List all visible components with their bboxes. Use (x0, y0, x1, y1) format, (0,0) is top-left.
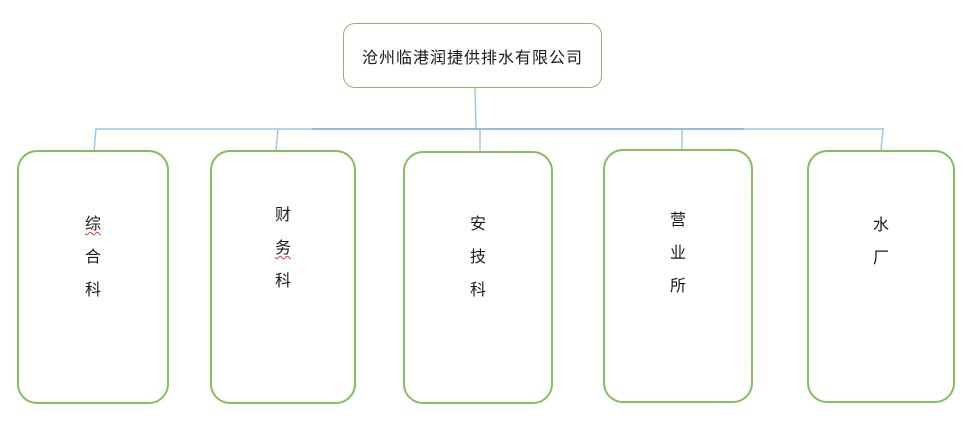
label-char: 水 (872, 215, 889, 234)
org-node-caiwu-ke: 财 务 科 (210, 150, 356, 404)
org-node-root: 沧州临港润捷供排水有限公司 (343, 23, 602, 88)
label-char: 合 (84, 247, 101, 266)
connector-drop-5 (880, 128, 884, 151)
label-char: 务 (274, 238, 291, 257)
label-char: 营 (669, 210, 686, 229)
org-node-yingye-suo: 营 业 所 (603, 149, 753, 403)
label-char: 安 (469, 214, 486, 233)
org-node-label: 综 合 科 (19, 207, 167, 306)
org-node-root-label: 沧州临港润捷供排水有限公司 (361, 47, 583, 67)
org-node-label: 水 厂 (809, 208, 953, 274)
org-node-shuichang: 水 厂 (807, 150, 955, 403)
label-char: 业 (669, 243, 686, 262)
connector-root-stem (474, 86, 477, 130)
label-char: 所 (669, 276, 686, 295)
org-node-label: 财 务 科 (212, 198, 354, 297)
label-char: 综 (84, 214, 101, 233)
org-node-anji-ke: 安 技 科 (403, 151, 553, 404)
org-node-label: 营 业 所 (605, 203, 751, 302)
label-char: 财 (274, 205, 291, 224)
label-char: 科 (84, 280, 101, 299)
connector-drop-2 (275, 128, 279, 151)
connector-drop-1 (93, 128, 97, 152)
label-char: 科 (274, 271, 291, 290)
org-node-label: 安 技 科 (405, 207, 551, 306)
label-char: 技 (469, 247, 486, 266)
label-char: 厂 (872, 248, 889, 267)
label-char: 科 (469, 280, 486, 299)
org-node-zonghe-ke: 综 合 科 (17, 150, 169, 404)
